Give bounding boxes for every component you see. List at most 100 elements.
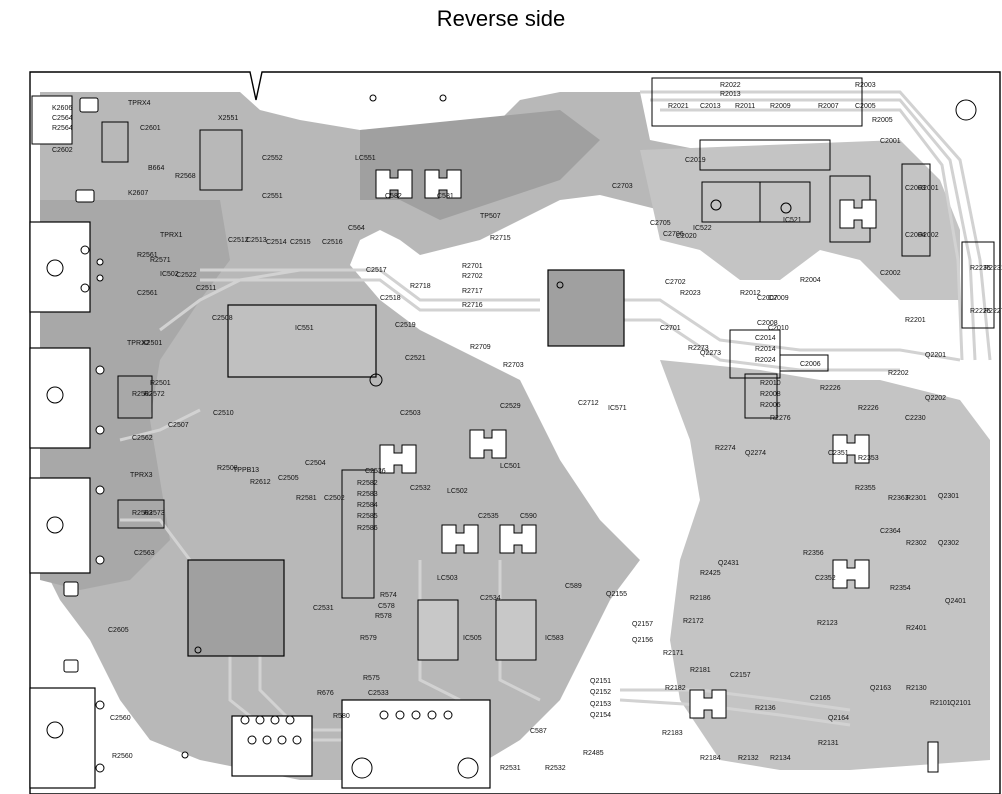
component-label: C2503 [400,410,421,417]
component-label: R2563 [132,510,153,517]
component-label: TPPB13 [233,467,259,474]
ic-571 [547,269,625,347]
component-label: C2701 [660,325,681,332]
component-label: R2001 [918,185,939,192]
pad-top-left [31,95,73,145]
component-label: C2712 [578,400,599,407]
component-label: IC521 [783,217,802,224]
component-label: C2702 [665,279,686,286]
component-label: C2560 [110,715,131,722]
component-label: R2572 [144,391,165,398]
component-label: R2532 [545,765,566,772]
component-label: C2019 [685,157,706,164]
component-label: R2182 [665,685,686,692]
component-label: C2511 [196,285,216,292]
component-label: R2425 [700,570,721,577]
component-label: R2717 [462,288,483,295]
component-label: R2022 [720,82,741,89]
component-label: R2560 [112,753,133,760]
ic-583 [495,599,537,661]
component-label: R2562 [132,391,153,398]
component-label: R2701 [462,263,483,270]
component-label: C2517 [366,267,387,274]
component-label: C2007 [757,295,778,302]
component-label: R2201 [905,317,926,324]
slot-3 [75,189,95,203]
component-label: R2023 [680,290,701,297]
component-label: R2702 [462,273,483,280]
component-label: IC522 [693,225,712,232]
component-label: Q2101 [950,700,971,707]
component-label: C2157 [730,672,751,679]
component-label: C2601 [140,125,161,132]
component-label: IC502 [160,271,179,278]
component-label: C2518 [380,295,401,302]
component-label: R2005 [872,117,893,124]
component-label: C2502 [324,495,345,502]
component-label: R2002 [918,232,939,239]
component-label: C582 [385,193,402,200]
connector-rj-4 [29,687,105,789]
component-label: R2202 [888,370,909,377]
component-label: R2564 [52,125,73,132]
component-label: TP507 [480,213,501,220]
slot-4 [79,97,99,113]
component-label: C2519 [395,322,416,329]
component-label: C589 [565,583,582,590]
component-label: R579 [360,635,377,642]
ic-505 [417,599,459,661]
component-label: Q2301 [938,493,959,500]
component-label: R2585 [357,513,378,520]
component-label: C2529 [500,403,521,410]
component-label: C2564 [52,115,73,122]
connector-rj-1 [29,221,104,313]
component-label: IC583 [545,635,564,642]
component-label: C2352 [815,575,836,582]
component-label: Q2156 [632,637,653,644]
component-label: R2401 [906,625,927,632]
component-label: C2533 [368,690,389,697]
component-label: R2014 [755,346,776,353]
mount-hole-bottom-left [181,751,189,759]
component-label: C2510 [213,410,234,417]
traces [119,90,992,742]
component-label: R2134 [770,755,791,762]
component-label: R2024 [755,357,776,364]
component-label: C564 [348,225,365,232]
component-label: R2012 [740,290,761,297]
component-label: IC505 [463,635,482,642]
component-label: C2006 [800,361,821,368]
component-label: R2586 [357,525,378,532]
component-label: R2131 [818,740,839,747]
component-label: Q2151 [590,678,611,685]
component-label: R2006 [760,402,781,409]
component-label: R2709 [470,344,491,351]
component-label: C2552 [262,155,283,162]
component-label: R2123 [817,620,838,627]
component-label: C587 [530,728,547,735]
component-label: C2513 [246,237,267,244]
component-label: Q2201 [925,352,946,359]
component-label: Q2401 [945,598,966,605]
component-label: C590 [520,513,537,520]
component-label: R2235 [970,265,991,272]
ic-qfp [187,559,285,657]
ic-522 [701,181,761,223]
component-label: Q2202 [925,395,946,402]
component-label: R2013 [720,91,741,98]
component-label: R575 [363,675,380,682]
component-label: R2101 [930,700,951,707]
ic-551 [227,304,383,387]
component-label: C2005 [855,103,876,110]
component-label: R2716 [462,302,483,309]
component-label: Q2154 [590,712,611,719]
component-label: IC571 [608,405,627,412]
component-label: R2273 [688,345,709,352]
component-label: R2183 [662,730,683,737]
component-label: C2521 [405,355,426,362]
component-label: R2227 [984,308,1002,315]
component-label: LC502 [447,488,468,495]
component-label: C581 [437,193,454,200]
page-title: Reverse side [436,6,566,31]
